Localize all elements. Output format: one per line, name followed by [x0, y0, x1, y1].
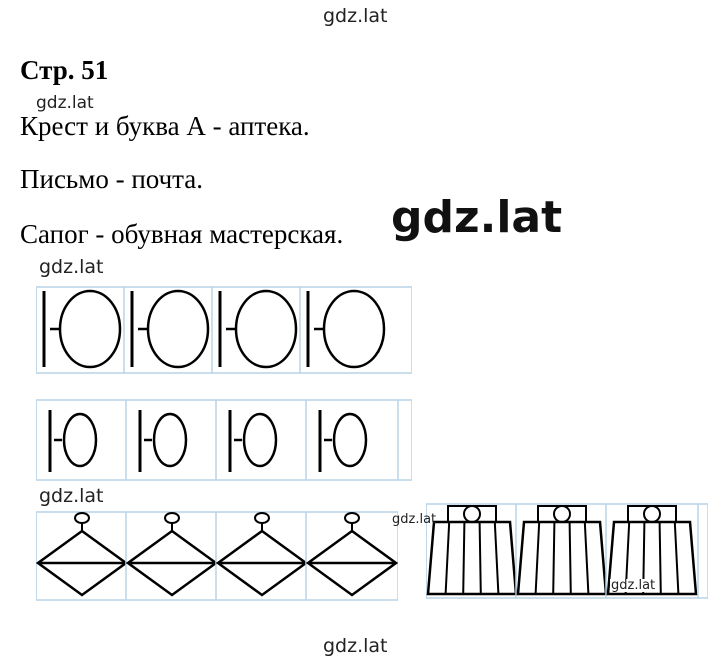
oval-shape	[58, 289, 122, 369]
shade-top	[627, 505, 677, 523]
answer-line: Сапог - обувная мастерская.	[20, 219, 344, 249]
watermark: gdz.lat	[323, 5, 388, 27]
watermark-large: gdz.lat	[391, 192, 563, 243]
shade-stripe	[462, 521, 466, 595]
pendant-ring	[254, 512, 270, 524]
page-title: Стр. 51	[20, 55, 109, 85]
watermark: gdz.lat	[39, 485, 104, 507]
shade-stripe	[673, 521, 680, 595]
pendant-diamond	[125, 529, 219, 597]
watermark: gdz.lat	[36, 93, 94, 113]
pendant-diamond	[305, 529, 398, 597]
pattern-row-large-bar-oval	[36, 281, 412, 379]
shade-body	[606, 520, 698, 596]
shade-knob	[463, 505, 481, 523]
watermark: gdz.lat	[610, 578, 657, 593]
watermark: gdz.lat	[39, 256, 104, 278]
shade-top	[537, 505, 587, 523]
shade-knob	[553, 505, 571, 523]
oval-shape	[62, 412, 98, 468]
shade-stripe	[534, 521, 541, 595]
shade-body	[426, 520, 518, 596]
watermark: gdz.lat	[323, 635, 388, 657]
watermark: gdz.lat	[392, 512, 437, 527]
pendant-ring	[74, 512, 90, 524]
pendant-diamond	[36, 529, 129, 597]
oval-shape	[322, 289, 386, 369]
oval-shape	[242, 412, 278, 468]
pattern-row-pendant-lamps	[36, 506, 398, 606]
pattern-row-lampshades	[426, 498, 708, 603]
oval-shape	[332, 412, 368, 468]
oval-shape	[146, 289, 210, 369]
shade-stripe	[493, 521, 500, 595]
shade-top	[447, 505, 497, 523]
answer-line: Письмо - почта.	[20, 164, 204, 194]
shade-knob	[643, 505, 661, 523]
shade-stripe	[658, 521, 662, 595]
oval-shape	[152, 412, 188, 468]
oval-shape	[234, 289, 298, 369]
pendant-ring	[164, 512, 180, 524]
answer-line: Крест и буква А - аптека.	[20, 111, 310, 141]
shade-stripe	[552, 521, 556, 595]
shade-stripe	[583, 521, 590, 595]
pattern-row-small-bar-oval	[36, 394, 412, 486]
shade-body	[516, 520, 608, 596]
shade-stripe	[444, 521, 451, 595]
shade-stripe	[568, 521, 572, 595]
pendant-diamond	[215, 529, 309, 597]
shade-stripe	[478, 521, 482, 595]
pendant-ring	[344, 512, 360, 524]
